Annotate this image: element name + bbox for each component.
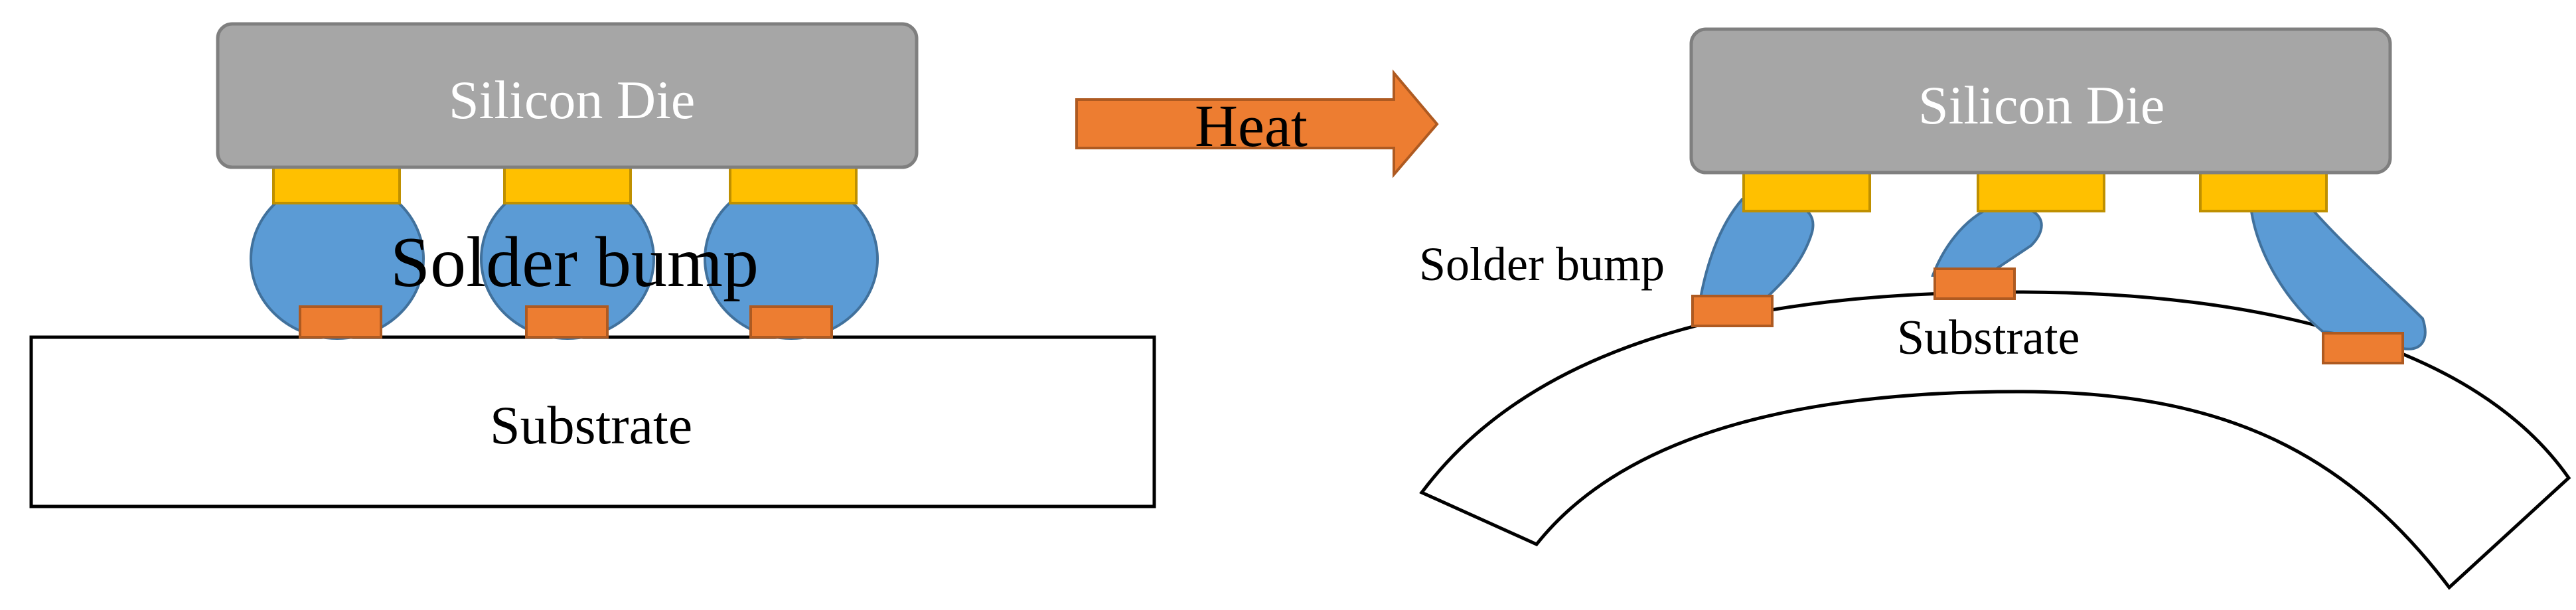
heat-arrow [1075,69,1439,179]
after-assembly [1419,27,2571,590]
flat-substrate [29,335,1156,508]
top-pad-1 [272,165,401,204]
top-pad-3 [729,165,858,204]
solder-bump-1 [1697,197,1815,307]
silicon-die [216,22,919,169]
bottom-pad-2 [525,305,609,339]
solder-bump-2 [1931,204,2043,281]
before-substrate-label: Substrate [490,395,693,455]
top-pad-3 [2199,169,2328,212]
after-substrate-label: Substrate [1897,311,2080,365]
bottom-pad-2 [1933,267,2016,300]
bottom-pad-1 [1691,295,1774,327]
top-pad-2 [1977,169,2105,212]
after-solder-label: Solder bump [1419,238,1665,291]
bottom-pad-3 [2322,332,2404,364]
after-die-label: Silicon Die [1918,75,2165,135]
bottom-pad-3 [749,305,833,339]
heat-label: Heat [1195,94,1308,159]
before-assembly [29,22,1156,508]
top-pad-2 [503,165,632,204]
silicon-die [1689,27,2392,175]
bottom-pad-1 [299,305,382,339]
before-die-label: Silicon Die [449,70,696,130]
before-solder-label: Solder bump [390,223,759,302]
top-pad-1 [1742,169,1871,212]
